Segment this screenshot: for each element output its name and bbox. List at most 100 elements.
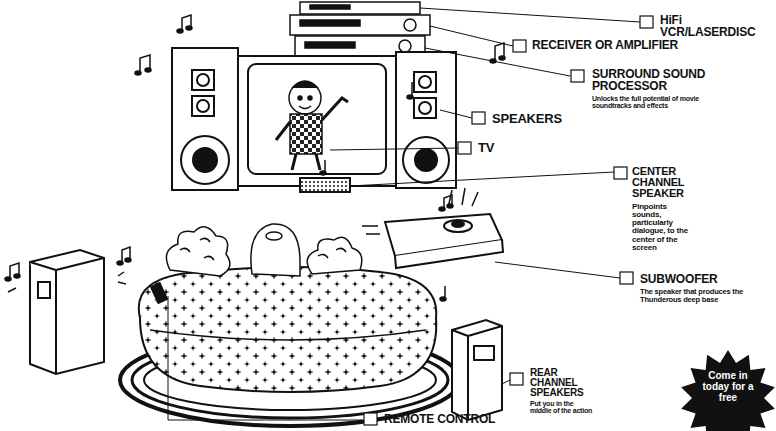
cartoon-character-part: [308, 96, 312, 100]
music-notes-part: [439, 207, 445, 211]
cartoon-character-part: [299, 106, 311, 109]
leader-lines-part: [330, 148, 458, 150]
checkboxes-part: [510, 373, 523, 385]
leader-lines-part: [495, 262, 620, 278]
left-speaker-part: [197, 100, 209, 112]
tv-set-part: [238, 56, 396, 186]
cartoon-character-part: [289, 82, 321, 114]
music-notes-part: [447, 204, 453, 208]
badge-text: Come in today for a free: [700, 370, 756, 403]
right-speaker-part: [415, 149, 437, 171]
cartoon-character-part: [290, 114, 322, 154]
left-speaker-part: [193, 148, 217, 172]
component-label: REMOTE CONTROL: [384, 413, 534, 425]
music-notes-part: [411, 82, 413, 96]
music-notes-part: [14, 274, 20, 278]
rear-speaker-left: [30, 250, 104, 374]
right-speaker-part: [419, 102, 431, 114]
rear-speaker-left-part: [38, 282, 50, 298]
leader-lines-part: [440, 110, 472, 118]
checkboxes-part: [513, 40, 526, 52]
equipment-stack: [290, 2, 430, 56]
leader-lines-part: [168, 296, 362, 420]
equipment-stack-part: [300, 2, 420, 14]
right-speaker-part: [396, 52, 456, 188]
checkboxes-part: [614, 167, 627, 179]
music-notes-part: [186, 26, 192, 30]
starburst-badge: Come in today for a free: [678, 350, 776, 431]
description-text: Unlocks the full potential of movie soun…: [592, 95, 716, 109]
component-label: CENTER CHANNEL SPEAKER: [632, 166, 704, 200]
equipment-stack-part: [305, 42, 355, 48]
left-speaker-part: [197, 74, 209, 86]
rear-speaker-left-part: [30, 258, 104, 374]
music-notes-part: [5, 277, 11, 281]
people-part: [180, 238, 214, 260]
subwoofer-speaker: [362, 188, 503, 268]
music-notes-part: [444, 195, 452, 208]
leader-lines-part: [350, 172, 614, 186]
checkboxes-part: [472, 112, 485, 124]
music-notes-part: [140, 55, 150, 72]
equipment-stack-part: [290, 15, 430, 35]
cartoon-character-part: [276, 122, 290, 140]
rear-speaker-right-part: [452, 326, 502, 420]
left-speaker-part: [172, 48, 238, 190]
leader-lines-part: [425, 48, 570, 76]
music-notes-part: [8, 272, 126, 292]
music-notes-part: [440, 297, 446, 301]
rear-speaker-right-part: [452, 320, 502, 420]
music-notes: [5, 15, 505, 301]
cartoon-character-part: [322, 98, 348, 120]
rear-speaker-right-part: [474, 346, 494, 360]
subwoofer-speaker-part: [452, 221, 464, 227]
music-notes-part: [177, 29, 183, 33]
people-part: [307, 237, 362, 274]
cartoon-character-part: [292, 154, 320, 170]
music-notes-part: [444, 286, 446, 298]
starburst-fill: [681, 350, 775, 431]
component-label: SURROUND SOUND PROCESSOR: [592, 68, 720, 92]
component-label: TV: [478, 141, 518, 154]
cartoon-character: [276, 81, 348, 170]
people-part: [251, 224, 300, 276]
checkboxes-part: [458, 142, 471, 154]
music-notes-part: [135, 71, 141, 75]
component-label: SPEAKERS: [492, 112, 582, 125]
left-speaker: [172, 48, 238, 190]
music-notes-part: [182, 15, 191, 30]
component-label: SUBWOOFER: [640, 273, 770, 285]
music-notes-part: [324, 160, 326, 172]
leader-lines-part: [430, 26, 513, 46]
music-notes-part: [499, 56, 505, 60]
right-speaker: [396, 52, 456, 188]
cartoon-character-part: [292, 81, 318, 88]
subwoofer-speaker-part: [362, 226, 380, 234]
rear-speaker-left-part: [30, 250, 104, 374]
left-speaker-part: [192, 96, 214, 116]
description-text: The speaker that produces the Thunderous…: [640, 288, 772, 303]
checkboxes-part: [571, 70, 584, 82]
equipment-stack-part: [399, 40, 411, 52]
people-part: [318, 248, 346, 258]
description-text: Pinpoints sounds, particularly dialogue,…: [632, 203, 696, 252]
component-label: RECEIVER OR AMPLIFIER: [532, 39, 722, 51]
tv-set: [238, 56, 396, 192]
tv-set-part: [248, 64, 386, 174]
tv-set-part: [300, 178, 350, 192]
checkboxes-part: [364, 413, 377, 425]
subwoofer-speaker-part: [395, 240, 503, 268]
music-notes-part: [320, 171, 326, 175]
rear-speaker-right: [452, 320, 502, 420]
people-part: [151, 283, 168, 304]
music-notes-part: [407, 95, 413, 99]
subwoofer-speaker-part: [444, 220, 472, 232]
equipment-stack-part: [300, 20, 360, 26]
leader-lines: [168, 8, 640, 420]
leader-lines-part: [502, 380, 510, 384]
cartoon-character-part: [298, 96, 302, 100]
couch-part: [139, 267, 437, 392]
checkboxes-part: [620, 272, 633, 284]
music-notes-part: [117, 261, 123, 265]
